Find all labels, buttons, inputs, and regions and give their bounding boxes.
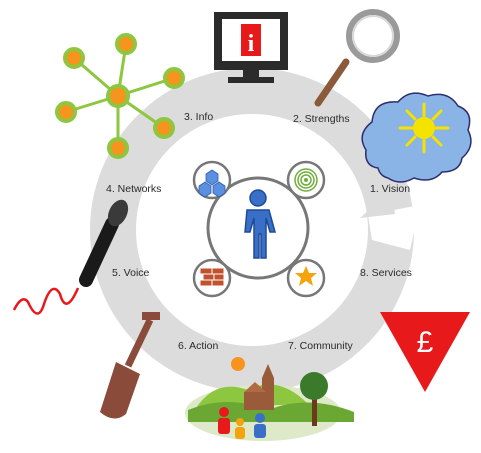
shovel-icon [100,312,160,419]
info-sign: i [248,31,255,57]
village-icon [185,357,354,441]
step-label-action: 6. Action [178,340,218,352]
step-label-strengths: 2. Strengths [293,113,350,125]
step-label-voice: 5. Voice [112,267,150,279]
currency-sign: £ [417,326,434,359]
microphone-icon [12,199,129,315]
target-icon [286,160,326,200]
step-label-community: 7. Community [288,340,354,352]
step-labels: 2. Strengths 3. Info 4. Networks 1. Visi… [106,111,412,352]
step-label-info: 3. Info [184,111,213,123]
bricks-icon [192,258,232,298]
currency-triangle-icon: £ [380,312,470,392]
computer-info-icon: i [214,12,288,83]
network-icon [55,33,185,159]
step-label-vision: 1. Vision [370,183,410,195]
step-label-networks: 4. Networks [106,183,161,195]
center-hub [192,160,326,298]
cloud-sun-icon [361,92,472,183]
person-icon [244,189,276,259]
magnifier-icon [314,9,400,107]
star-icon [286,258,326,298]
step-label-services: 8. Services [360,267,412,279]
cubes-icon [192,160,232,200]
